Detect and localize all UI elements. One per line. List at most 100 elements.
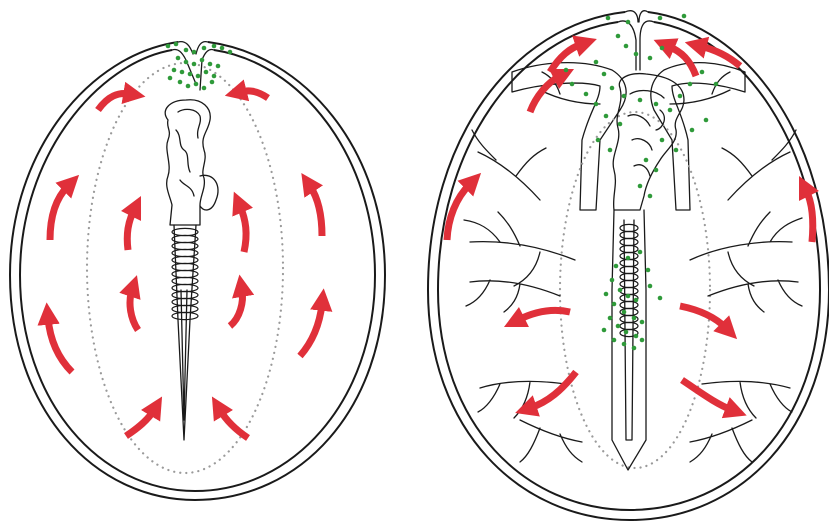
flow-arrow xyxy=(300,304,322,356)
coil-ring xyxy=(172,305,198,312)
particle-dot xyxy=(678,94,683,99)
particle-dot xyxy=(622,310,627,315)
particle-dot xyxy=(192,62,197,67)
left-chamber-panel xyxy=(10,42,385,500)
particle-dot xyxy=(700,70,705,75)
flow-arrow xyxy=(98,94,130,110)
flow-arrow xyxy=(806,190,813,242)
particle-dot xyxy=(602,72,607,77)
particle-dot xyxy=(604,292,609,297)
particle-dot xyxy=(184,60,189,65)
particle-dot xyxy=(660,138,665,143)
coil-ring xyxy=(172,228,198,235)
coil-ring xyxy=(620,287,638,294)
particle-dot xyxy=(564,68,569,73)
branch-line xyxy=(464,212,575,286)
flow-arrow xyxy=(310,186,322,236)
coil-ring xyxy=(620,259,638,266)
particle-dot xyxy=(632,346,637,351)
particle-dot xyxy=(654,102,659,107)
coil-ring xyxy=(620,245,638,252)
particle-dot xyxy=(594,60,599,65)
particle-dot xyxy=(688,82,693,87)
flow-arrow xyxy=(680,306,726,328)
particle-dot xyxy=(648,284,653,289)
particle-dot xyxy=(168,76,173,81)
particle-dot xyxy=(634,334,639,339)
flow-arrow xyxy=(130,290,138,330)
particle-dot xyxy=(608,316,613,321)
particle-dot xyxy=(220,46,225,51)
particle-dot xyxy=(228,50,233,55)
particle-dot xyxy=(184,48,189,53)
particle-dot xyxy=(200,58,205,63)
particle-dot xyxy=(186,84,191,89)
particle-dot xyxy=(624,330,629,335)
coil-ring xyxy=(172,312,198,319)
flow-arrow xyxy=(220,410,248,438)
particle-dot xyxy=(204,70,209,75)
particle-dot xyxy=(178,80,183,85)
flow-arrow xyxy=(530,76,560,112)
particle-dot xyxy=(606,16,611,21)
particle-dot xyxy=(194,82,199,87)
branch-line xyxy=(690,212,802,286)
flow-arrow xyxy=(240,91,268,98)
branch-line xyxy=(466,280,560,312)
particle-dot xyxy=(602,328,607,333)
particle-dot xyxy=(176,56,181,61)
right-chamber-panel xyxy=(428,11,829,520)
particle-dot xyxy=(596,138,601,143)
branch-line xyxy=(690,420,752,462)
coil-ring xyxy=(172,235,198,242)
coil-ring xyxy=(620,273,638,280)
coil-ring xyxy=(620,238,638,245)
particle-dot xyxy=(634,298,639,303)
particle-dot xyxy=(638,184,643,189)
coil-ring xyxy=(620,322,638,329)
right-upper-chamber-right xyxy=(651,63,745,210)
coil-ring xyxy=(172,298,198,305)
branch-line xyxy=(520,420,582,462)
flow-arrow xyxy=(682,380,732,410)
particle-dot xyxy=(174,42,179,47)
flow-arrow xyxy=(230,290,243,326)
right-neck xyxy=(618,11,654,70)
particle-dot xyxy=(196,74,201,79)
particle-dot xyxy=(626,20,631,25)
coil-ring xyxy=(620,280,638,287)
particle-dot xyxy=(570,82,575,87)
particle-dot xyxy=(610,278,615,283)
particle-dot xyxy=(644,158,649,163)
particle-dot xyxy=(616,324,621,329)
particle-dot xyxy=(604,114,609,119)
branch-line xyxy=(708,280,802,312)
particle-dot xyxy=(660,46,665,51)
particle-dot xyxy=(594,102,599,107)
coil-ring xyxy=(620,266,638,273)
particle-dot xyxy=(210,80,215,85)
particle-dot xyxy=(638,98,643,103)
particle-dot xyxy=(172,68,177,73)
branch-line xyxy=(540,72,730,104)
flow-arrow xyxy=(518,310,570,320)
particle-dot xyxy=(618,288,623,293)
particle-dot xyxy=(658,16,663,21)
particle-dot xyxy=(668,108,673,113)
branch-line xyxy=(472,130,546,200)
particle-dot xyxy=(584,92,589,97)
particle-dot xyxy=(640,320,645,325)
particle-dot xyxy=(612,302,617,307)
particle-dot xyxy=(216,64,221,69)
particle-dot xyxy=(640,338,645,343)
particle-dot xyxy=(180,70,185,75)
particle-dot xyxy=(202,46,207,51)
particle-dot xyxy=(632,316,637,321)
particle-dot xyxy=(674,148,679,153)
particle-dot xyxy=(648,194,653,199)
particle-dot xyxy=(614,264,619,269)
particle-dot xyxy=(624,44,629,49)
particle-dot xyxy=(648,56,653,61)
